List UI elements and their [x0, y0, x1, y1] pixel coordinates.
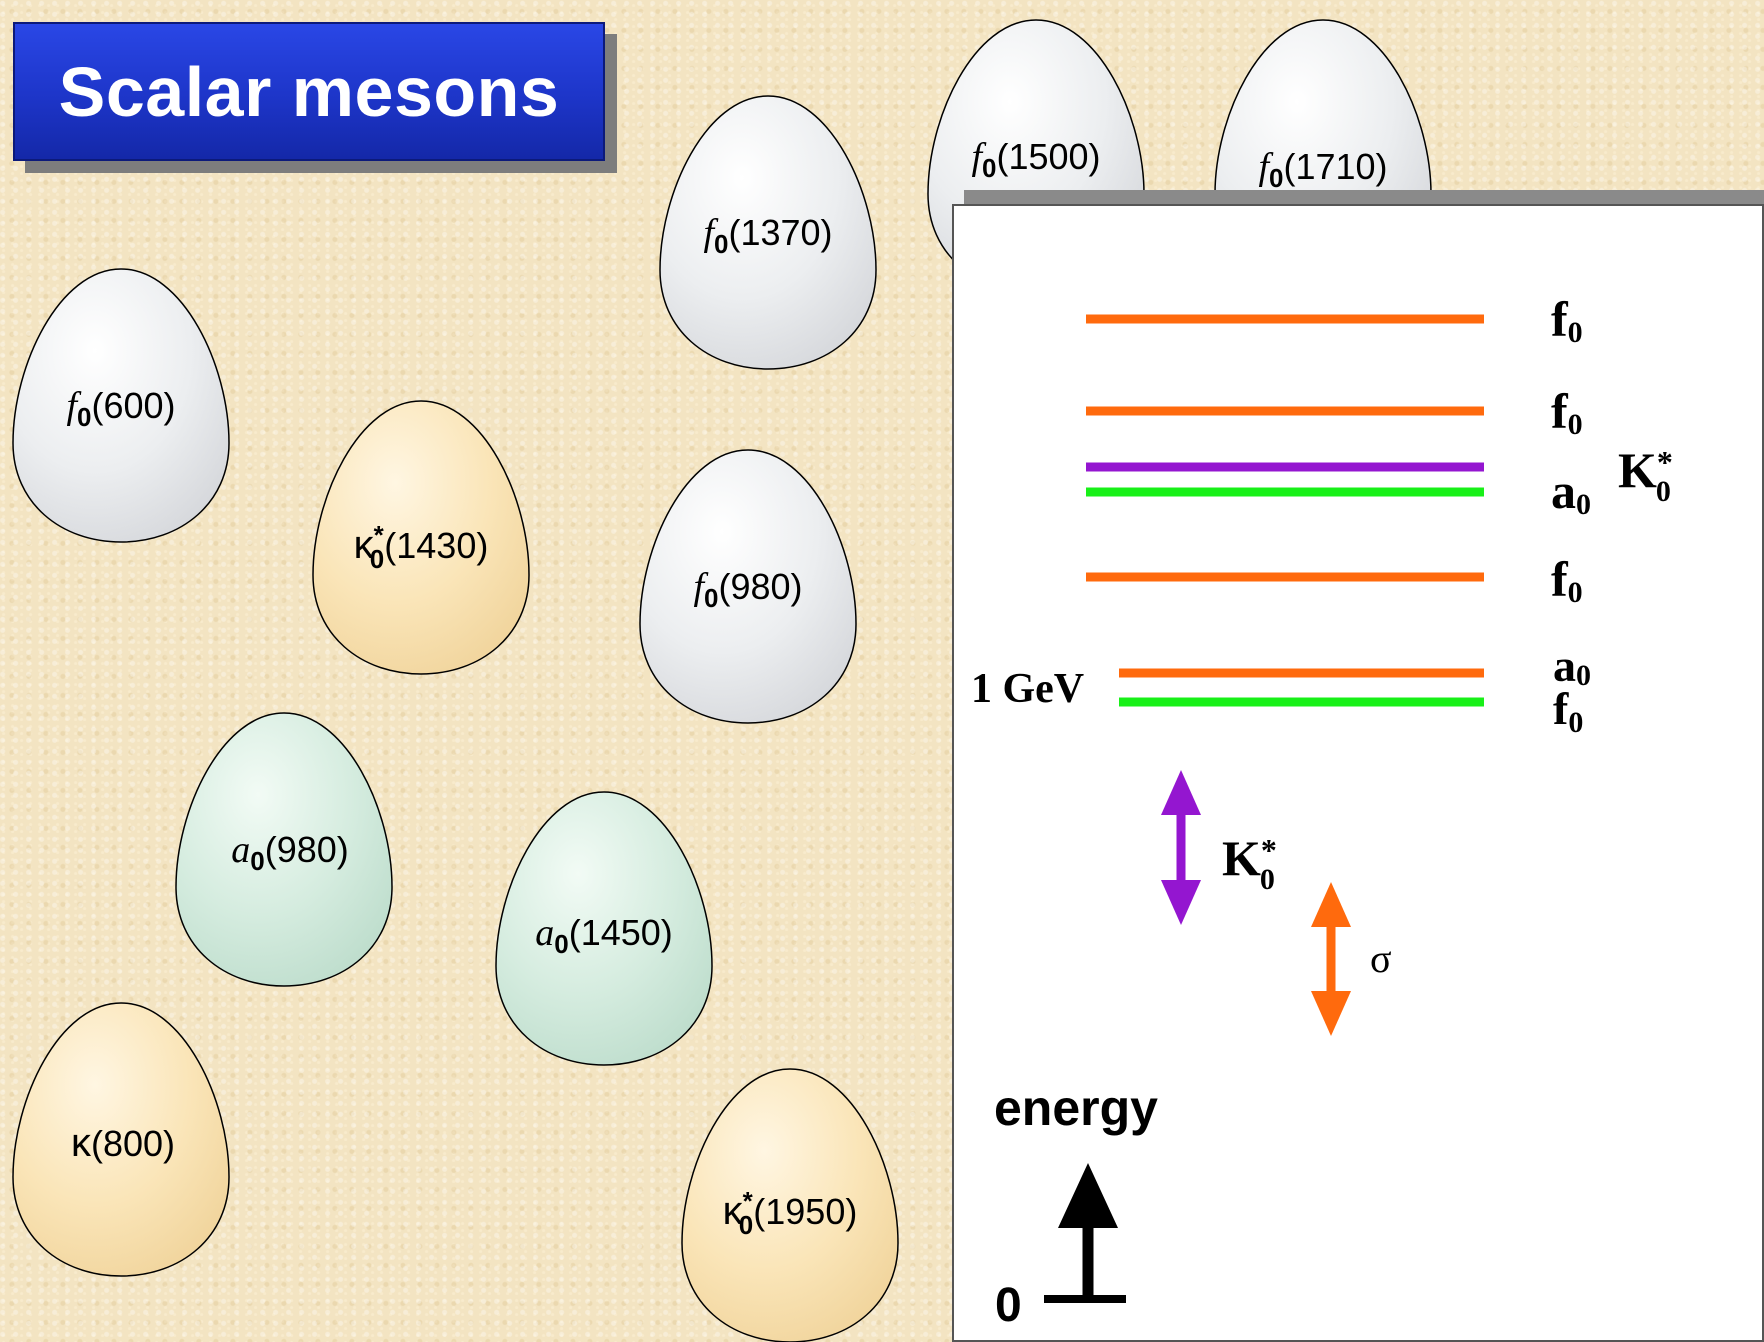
sigma-arrow	[1311, 882, 1351, 1036]
label-sigma-arrow: σ	[1370, 936, 1392, 981]
energy-label: energy	[994, 1080, 1158, 1136]
label-1gev: 1 GeV	[971, 666, 1084, 712]
label-f0-second: f0	[1551, 383, 1583, 441]
label-f0-top: f0	[1551, 291, 1583, 349]
kappa-arrow	[1161, 770, 1201, 925]
label-kappa-arrow: K*0	[1222, 830, 1277, 896]
label-a0-mid: a0	[1551, 463, 1591, 521]
label-f0-mid: f0	[1551, 551, 1583, 609]
energy-axis-arrow	[1044, 1163, 1126, 1300]
label-k0-mid: K*0	[1618, 442, 1673, 508]
energy-zero-label: 0	[995, 1279, 1022, 1332]
